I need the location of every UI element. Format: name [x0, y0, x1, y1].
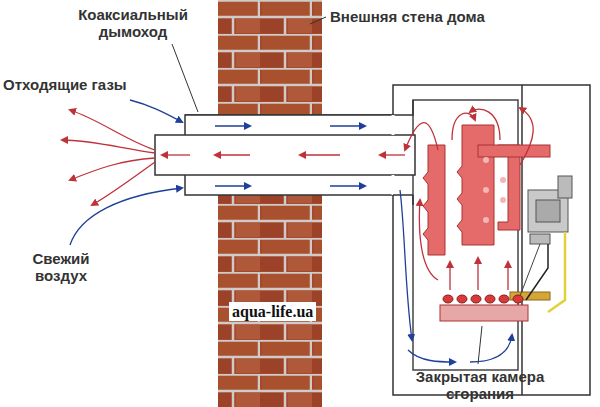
callout-label: Коаксиальный дымоход — [76, 6, 190, 40]
callout-label: Закрытая камера сгорания — [385, 368, 575, 402]
burner-flames — [443, 295, 523, 303]
boiler-housing — [393, 85, 590, 395]
callout-label: Внешняя стена дома — [330, 8, 590, 25]
leader-lines — [172, 17, 482, 364]
burner — [440, 292, 550, 321]
callout-label: Свежий воздух — [18, 250, 104, 284]
flue-gas-arrows — [62, 108, 533, 290]
coaxial-chimney — [155, 100, 415, 205]
fresh-air-arrows — [70, 100, 512, 362]
brick-wall — [218, 0, 322, 407]
valve-wires — [520, 232, 565, 312]
callout-label: Отходящие газы — [3, 76, 153, 93]
watermark: aqua-life.ua — [229, 302, 316, 321]
exchanger-fins — [483, 157, 506, 223]
